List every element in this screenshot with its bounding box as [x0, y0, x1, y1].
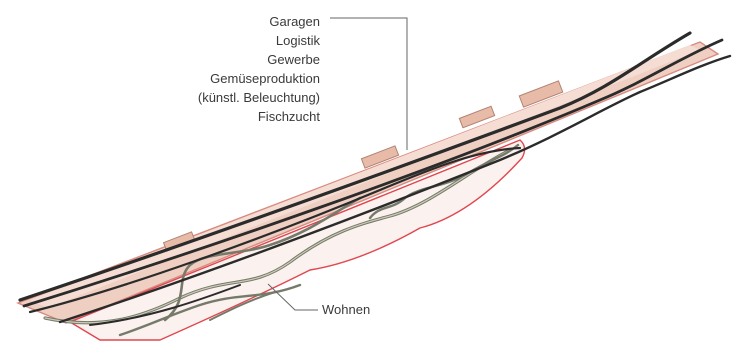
label-garagen: Garagen: [120, 12, 320, 31]
label-fischzucht: Fischzucht: [120, 107, 320, 126]
label-gewerbe: Gewerbe: [120, 50, 320, 69]
label-gemueseproduktion: Gemüseproduktion: [120, 69, 320, 88]
label-beleuchtung: (künstl. Beleuchtung): [120, 88, 320, 107]
leader-line-upper: [330, 18, 407, 150]
label-logistik: Logistik: [120, 31, 320, 50]
upper-label-block: Garagen Logistik Gewerbe Gemüseproduktio…: [120, 12, 320, 126]
label-wohnen: Wohnen: [322, 302, 370, 317]
